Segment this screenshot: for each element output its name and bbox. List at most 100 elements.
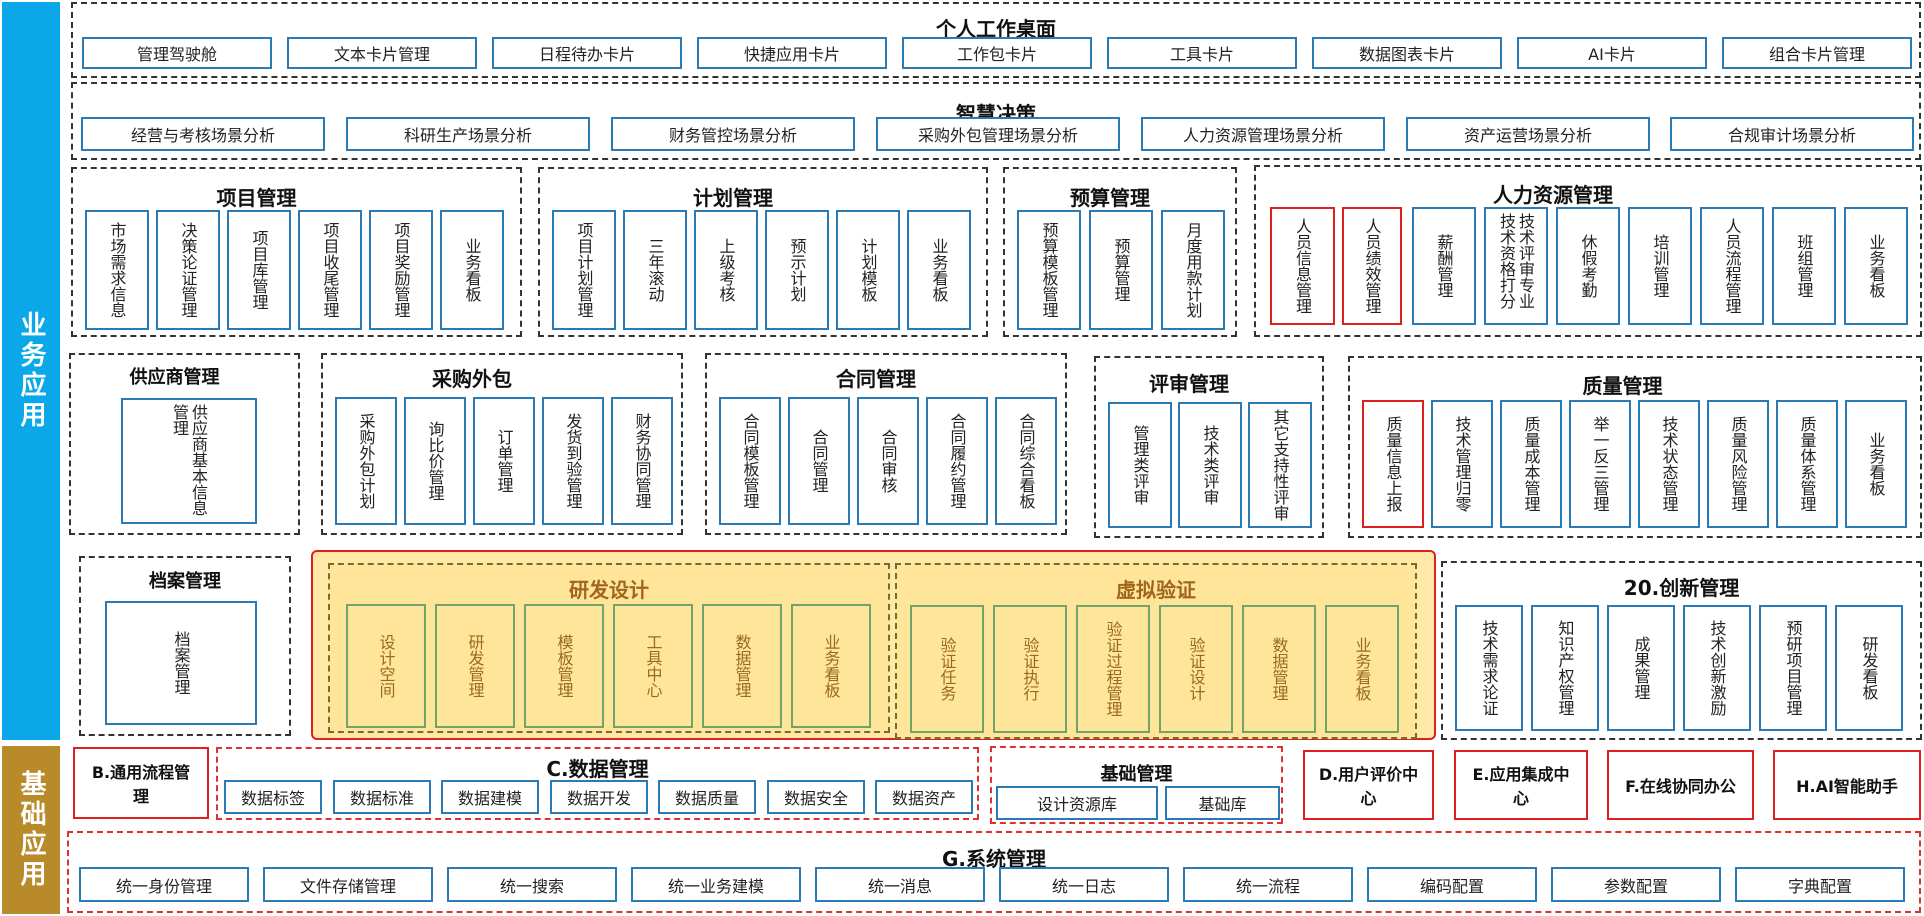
virtual-item-4[interactable]: 数据管理 (1242, 605, 1316, 733)
budget-item-1[interactable]: 预算管理 (1089, 210, 1153, 330)
rnd-item-3[interactable]: 工具中心 (613, 604, 693, 728)
plan-item-1[interactable]: 三年滚动 (623, 210, 687, 330)
innovation-item-2[interactable]: 成果管理 (1607, 605, 1675, 731)
supplier-item-0[interactable]: 供应商基本信息管理 (121, 398, 257, 524)
review-item-2[interactable]: 其它支持性评审 (1248, 402, 1312, 528)
system-item-7[interactable]: 编码配置 (1367, 867, 1537, 902)
hr-item-6[interactable]: 人员流程管理 (1700, 207, 1764, 325)
virtual-item-1[interactable]: 验证执行 (993, 605, 1067, 733)
decision-item-1[interactable]: 科研生产场景分析 (346, 117, 590, 151)
data-item-4[interactable]: 数据质量 (658, 780, 756, 814)
decision-item-4[interactable]: 人力资源管理场景分析 (1141, 117, 1385, 151)
card-ai[interactable]: AI卡片 (1517, 37, 1707, 69)
quality-item-2[interactable]: 质量成本管理 (1500, 400, 1562, 528)
system-item-2[interactable]: 统一搜索 (447, 867, 617, 902)
card-text[interactable]: 文本卡片管理 (287, 37, 477, 69)
card-data-chart[interactable]: 数据图表卡片 (1312, 37, 1502, 69)
system-item-9[interactable]: 字典配置 (1735, 867, 1905, 902)
purchase-item-2[interactable]: 订单管理 (473, 397, 535, 525)
system-item-5[interactable]: 统一日志 (999, 867, 1169, 902)
decision-item-6[interactable]: 合规审计场景分析 (1670, 117, 1914, 151)
decision-item-3[interactable]: 采购外包管理场景分析 (876, 117, 1120, 151)
project-item-2[interactable]: 项目库管理 (227, 210, 291, 330)
decision-item-2[interactable]: 财务管控场景分析 (611, 117, 855, 151)
plan-item-2[interactable]: 上级考核 (694, 210, 758, 330)
hr-item-4[interactable]: 休假考勤 (1556, 207, 1620, 325)
rnd-item-2[interactable]: 模板管理 (524, 604, 604, 728)
system-item-3[interactable]: 统一业务建模 (631, 867, 801, 902)
data-item-1[interactable]: 数据标准 (333, 780, 431, 814)
rnd-item-5[interactable]: 业务看板 (791, 604, 871, 728)
quality-item-0[interactable]: 质量信息上报 (1362, 400, 1424, 528)
hr-item-5[interactable]: 培训管理 (1628, 207, 1692, 325)
rnd-item-0[interactable]: 设计空间 (346, 604, 426, 728)
flow-management-box[interactable]: B.通用流程管理 (73, 747, 209, 819)
quality-item-6[interactable]: 质量体系管理 (1776, 400, 1838, 528)
plan-item-5[interactable]: 业务看板 (907, 210, 971, 330)
virtual-item-3[interactable]: 验证设计 (1159, 605, 1233, 733)
project-item-4[interactable]: 项目奖励管理 (369, 210, 433, 330)
archive-item-0[interactable]: 档案管理 (105, 601, 257, 725)
hr-item-8[interactable]: 业务看板 (1844, 207, 1908, 325)
purchase-item-4[interactable]: 财务协同管理 (611, 397, 673, 525)
data-item-6[interactable]: 数据资产 (875, 780, 973, 814)
review-item-1[interactable]: 技术类评审 (1178, 402, 1242, 528)
data-item-0[interactable]: 数据标签 (224, 780, 322, 814)
plan-item-3[interactable]: 预示计划 (765, 210, 829, 330)
decision-item-0[interactable]: 经营与考核场景分析 (81, 117, 325, 151)
project-item-5[interactable]: 业务看板 (440, 210, 504, 330)
quality-item-7[interactable]: 业务看板 (1845, 400, 1907, 528)
purchase-item-3[interactable]: 发货到验管理 (542, 397, 604, 525)
integration-box[interactable]: E.应用集成中心 (1454, 750, 1588, 820)
system-item-4[interactable]: 统一消息 (815, 867, 985, 902)
data-item-5[interactable]: 数据安全 (767, 780, 865, 814)
budget-item-0[interactable]: 预算模板管理 (1017, 210, 1081, 330)
quality-item-3[interactable]: 举一反三管理 (1569, 400, 1631, 528)
contract-item-3[interactable]: 合同履约管理 (926, 397, 988, 525)
user-eval-box[interactable]: D.用户评价中心 (1303, 750, 1434, 820)
contract-item-2[interactable]: 合同审核 (857, 397, 919, 525)
card-management-cockpit[interactable]: 管理驾驶舱 (82, 37, 272, 69)
innovation-item-4[interactable]: 预研项目管理 (1759, 605, 1827, 731)
card-combo[interactable]: 组合卡片管理 (1722, 37, 1912, 69)
project-item-0[interactable]: 市场需求信息 (85, 210, 149, 330)
hr-item-1[interactable]: 人员绩效管理 (1342, 207, 1402, 325)
card-work-package[interactable]: 工作包卡片 (902, 37, 1092, 69)
card-tool[interactable]: 工具卡片 (1107, 37, 1297, 69)
innovation-item-3[interactable]: 技术创新激励 (1683, 605, 1751, 731)
card-schedule[interactable]: 日程待办卡片 (492, 37, 682, 69)
innovation-item-5[interactable]: 研发看板 (1835, 605, 1903, 731)
system-item-1[interactable]: 文件存储管理 (263, 867, 433, 902)
hr-item-0[interactable]: 人员信息管理 (1270, 207, 1335, 325)
hr-item-7[interactable]: 班组管理 (1772, 207, 1836, 325)
data-item-2[interactable]: 数据建模 (441, 780, 539, 814)
system-item-8[interactable]: 参数配置 (1551, 867, 1721, 902)
quality-item-4[interactable]: 技术状态管理 (1638, 400, 1700, 528)
contract-item-1[interactable]: 合同管理 (788, 397, 850, 525)
decision-item-5[interactable]: 资产运营场景分析 (1406, 117, 1650, 151)
innovation-item-0[interactable]: 技术需求论证 (1455, 605, 1523, 731)
virtual-item-5[interactable]: 业务看板 (1325, 605, 1399, 733)
ai-assistant-box[interactable]: H.AI智能助手 (1773, 750, 1921, 820)
plan-item-0[interactable]: 项目计划管理 (552, 210, 616, 330)
project-item-3[interactable]: 项目收尾管理 (298, 210, 362, 330)
review-item-0[interactable]: 管理类评审 (1108, 402, 1172, 528)
contract-item-4[interactable]: 合同综合看板 (995, 397, 1057, 525)
virtual-item-2[interactable]: 验证过程管理 (1076, 605, 1150, 733)
card-quick-app[interactable]: 快捷应用卡片 (697, 37, 887, 69)
rnd-item-1[interactable]: 研发管理 (435, 604, 515, 728)
collab-box[interactable]: F.在线协同办公 (1607, 750, 1754, 820)
basic-item-0[interactable]: 设计资源库 (996, 786, 1158, 820)
virtual-item-0[interactable]: 验证任务 (910, 605, 984, 733)
contract-item-0[interactable]: 合同模板管理 (719, 397, 781, 525)
system-item-0[interactable]: 统一身份管理 (79, 867, 249, 902)
budget-item-2[interactable]: 月度用款计划 (1161, 210, 1225, 330)
data-item-3[interactable]: 数据开发 (550, 780, 648, 814)
quality-item-5[interactable]: 质量风险管理 (1707, 400, 1769, 528)
system-item-6[interactable]: 统一流程 (1183, 867, 1353, 902)
hr-item-3[interactable]: 技术评审专业技术资格打分 (1484, 207, 1548, 325)
purchase-item-0[interactable]: 采购外包计划 (335, 397, 397, 525)
quality-item-1[interactable]: 技术管理归零 (1431, 400, 1493, 528)
project-item-1[interactable]: 决策论证管理 (156, 210, 220, 330)
hr-item-2[interactable]: 薪酬管理 (1412, 207, 1476, 325)
